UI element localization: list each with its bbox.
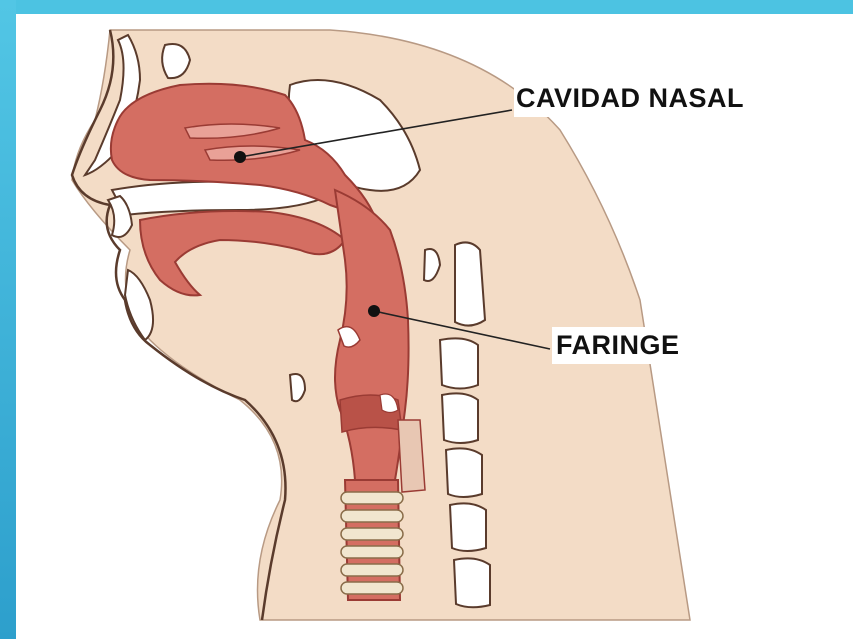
esophagus: [398, 420, 425, 492]
nasal-cavity-label: CAVIDAD NASAL: [514, 80, 750, 117]
left-accent-bar: [0, 0, 16, 639]
pharynx-label: FARINGE: [552, 327, 684, 364]
hyoid-bone: [290, 374, 305, 401]
nasal-cavity-marker: [234, 151, 246, 163]
pharynx-marker: [368, 305, 380, 317]
top-accent-bar: [0, 0, 853, 14]
